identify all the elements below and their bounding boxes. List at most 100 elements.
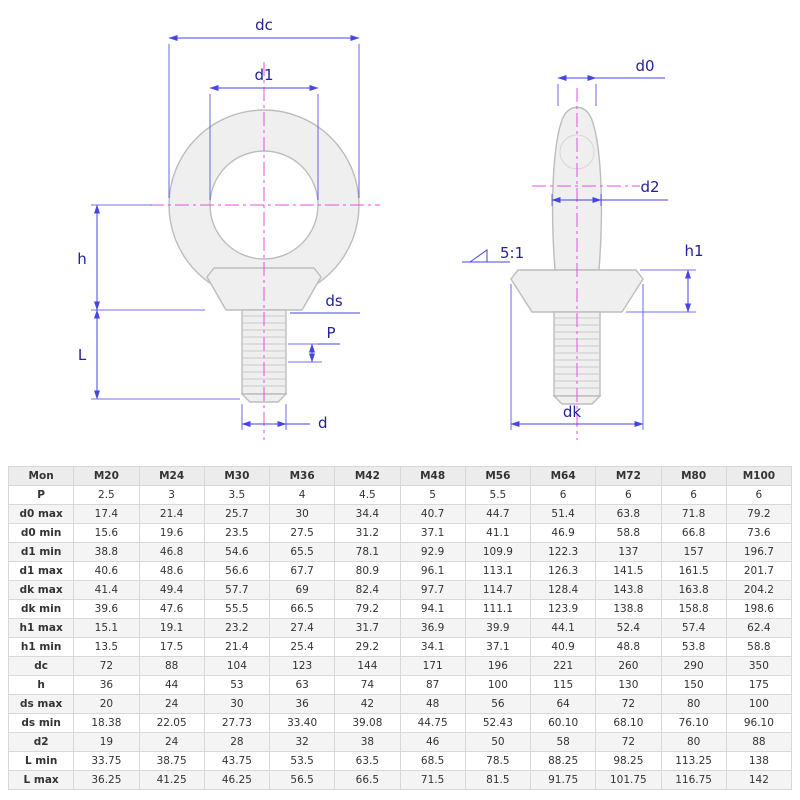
- dim-label-h1: h1: [684, 242, 703, 260]
- table-cell: 24: [138, 732, 205, 752]
- table-cell: 66.5: [268, 599, 336, 619]
- table-cell: 57.7: [203, 580, 271, 600]
- table-cell: 196.7: [725, 542, 793, 562]
- table-cell: 31.7: [334, 618, 401, 638]
- table-cell: 78.5: [464, 751, 532, 771]
- table-cell: 150: [660, 675, 727, 695]
- technical-drawing: dc d1 h L ds P d: [77, 16, 704, 440]
- row-label: dk max: [7, 580, 75, 600]
- row-label: d2: [7, 732, 75, 752]
- table-cell: 13.5: [73, 637, 140, 657]
- table-cell: 72: [73, 656, 140, 676]
- table-cell: 100: [464, 675, 532, 695]
- table-cell: 66.5: [334, 770, 401, 790]
- table-cell: 100: [725, 694, 793, 714]
- row-label: d0 max: [7, 504, 75, 524]
- table-cell: 128.4: [529, 580, 597, 600]
- column-header: M42: [334, 466, 401, 486]
- table-cell: 88.25: [529, 751, 597, 771]
- eyebolt-drawing-svg: dc d1 h L ds P d: [77, 16, 704, 440]
- dim-label-d0: d0: [635, 57, 654, 75]
- table-cell: 54.6: [203, 542, 271, 562]
- table-cell: 37.1: [399, 523, 466, 543]
- table-cell: 21.4: [203, 637, 271, 657]
- table-cell: 260: [595, 656, 662, 676]
- column-header: M80: [660, 466, 727, 486]
- dim-label-d1: d1: [254, 66, 273, 84]
- table-cell: 39.6: [73, 599, 140, 619]
- table-cell: 94.1: [399, 599, 466, 619]
- table-cell: 96.1: [399, 561, 466, 581]
- dim-label-h: h: [77, 250, 87, 268]
- table-cell: 39.08: [334, 713, 401, 733]
- dim-label-P: P: [326, 324, 335, 342]
- row-label: h: [7, 675, 75, 695]
- table-cell: 122.3: [529, 542, 597, 562]
- row-label: dk min: [7, 599, 75, 619]
- table-cell: 126.3: [529, 561, 597, 581]
- table-cell: 96.10: [725, 713, 793, 733]
- dim-label-dk: dk: [563, 403, 582, 421]
- dim-label-dc: dc: [255, 16, 273, 34]
- table-cell: 44.75: [399, 713, 466, 733]
- table-cell: 198.6: [725, 599, 793, 619]
- table-cell: 3: [138, 485, 205, 505]
- table-cell: 51.4: [529, 504, 597, 524]
- row-label: d1 max: [7, 561, 75, 581]
- table-cell: 4.5: [334, 485, 401, 505]
- column-header: M56: [464, 466, 532, 486]
- table-cell: 290: [660, 656, 727, 676]
- table-cell: 50: [464, 732, 532, 752]
- dim-label-L: L: [78, 346, 87, 364]
- table-cell: 30: [203, 694, 271, 714]
- row-label: ds min: [7, 713, 75, 733]
- table-cell: 6: [529, 485, 597, 505]
- table-cell: 138.8: [595, 599, 662, 619]
- table-cell: 63: [268, 675, 336, 695]
- table-cell: 56.6: [203, 561, 271, 581]
- table-cell: 58.8: [595, 523, 662, 543]
- table-cell: 46.25: [203, 770, 271, 790]
- table-cell: 36.25: [73, 770, 140, 790]
- table-cell: 27.5: [268, 523, 336, 543]
- table-cell: 34.1: [399, 637, 466, 657]
- table-cell: 22.05: [138, 713, 205, 733]
- table-cell: 104: [203, 656, 271, 676]
- column-header: M64: [529, 466, 597, 486]
- table-cell: 48: [399, 694, 466, 714]
- table-cell: 53.8: [660, 637, 727, 657]
- table-cell: 42: [334, 694, 401, 714]
- table-cell: 113.25: [660, 751, 727, 771]
- row-label: dc: [7, 656, 75, 676]
- table-cell: 25.4: [268, 637, 336, 657]
- table-cell: 79.2: [334, 599, 401, 619]
- row-label: d1 min: [7, 542, 75, 562]
- table-cell: 52.43: [464, 713, 532, 733]
- table-cell: 36: [73, 675, 140, 695]
- table-cell: 116.75: [660, 770, 727, 790]
- table-cell: 21.4: [138, 504, 205, 524]
- table-cell: 46.9: [529, 523, 597, 543]
- table-cell: 71.8: [660, 504, 727, 524]
- table-cell: 163.8: [660, 580, 727, 600]
- table-cell: 28: [203, 732, 271, 752]
- table-cell: 58.8: [725, 637, 793, 657]
- table-cell: 33.40: [268, 713, 336, 733]
- table-cell: 15.1: [73, 618, 140, 638]
- table-cell: 5.5: [464, 485, 532, 505]
- table-cell: 68.5: [399, 751, 466, 771]
- table-cell: 53.5: [268, 751, 336, 771]
- table-cell: 82.4: [334, 580, 401, 600]
- table-cell: 37.1: [464, 637, 532, 657]
- table-cell: 101.75: [595, 770, 662, 790]
- table-cell: 80.9: [334, 561, 401, 581]
- table-cell: 71.5: [399, 770, 466, 790]
- table-cell: 72: [595, 694, 662, 714]
